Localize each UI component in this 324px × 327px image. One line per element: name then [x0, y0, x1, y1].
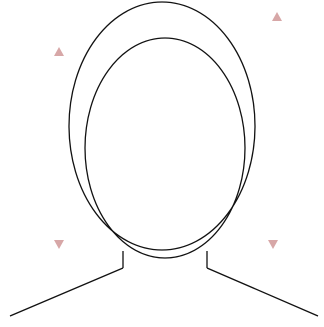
outer-oval: [69, 2, 255, 250]
left-bottom-arrow-icon: [54, 240, 64, 249]
shoulder-line-left: [10, 268, 123, 316]
inner-oval: [85, 38, 245, 258]
right-bottom-arrow-icon: [268, 240, 278, 249]
left-top-arrow-icon: [54, 47, 64, 56]
right-top-arrow-icon: [272, 12, 282, 21]
shoulder-line-right: [207, 268, 318, 316]
